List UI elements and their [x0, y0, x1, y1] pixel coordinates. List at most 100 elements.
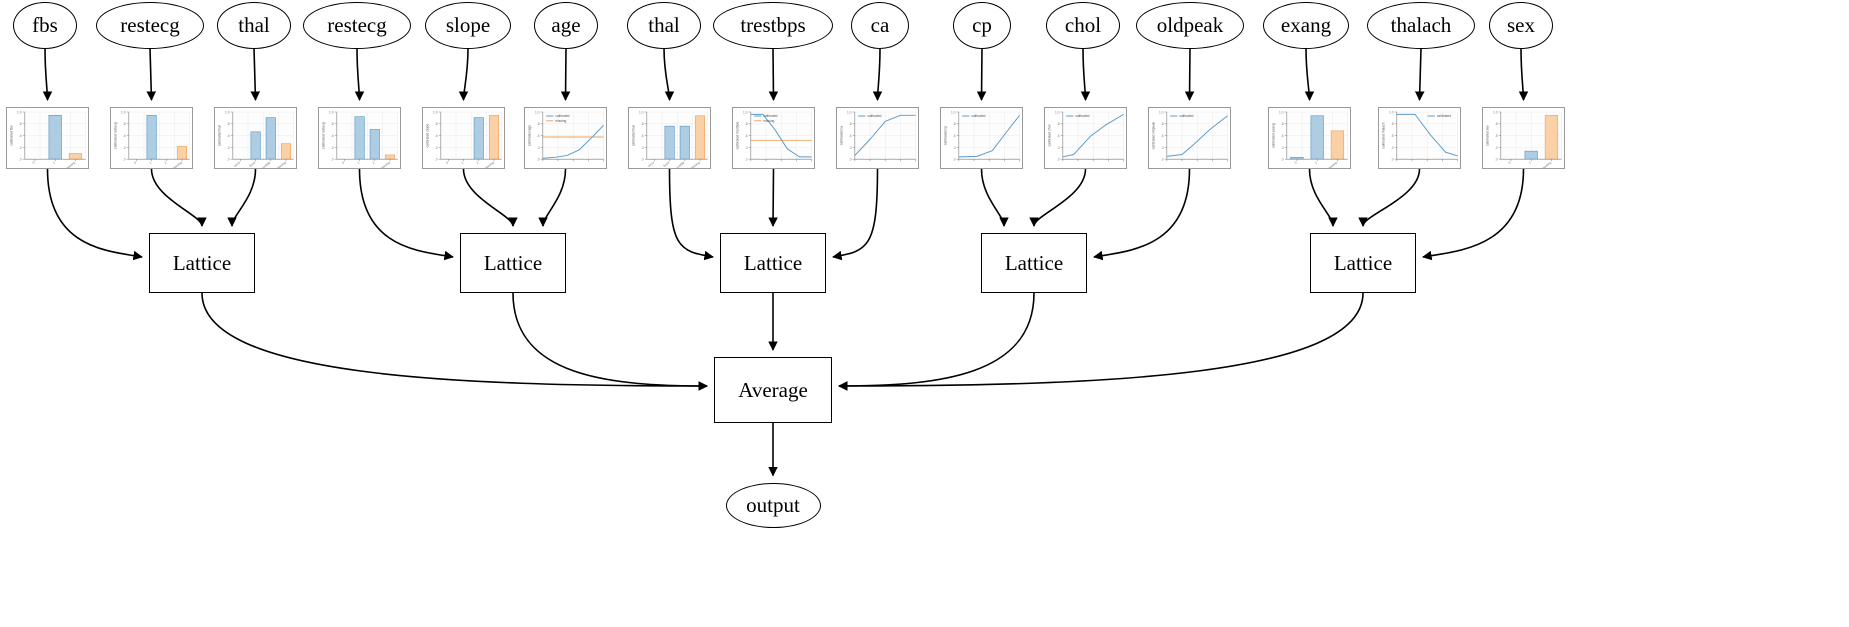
feature-node-fbs[interactable]: fbs [13, 1, 77, 49]
svg-text:missing: missing [276, 160, 287, 168]
svg-text:.5: .5 [745, 134, 748, 138]
svg-text:calibrated exang: calibrated exang [1272, 123, 1276, 148]
svg-text:.3: .3 [123, 146, 126, 150]
svg-text:0: 0 [445, 160, 449, 164]
feature-node-restecg[interactable]: restecg [95, 1, 205, 49]
svg-text:.5: .5 [641, 134, 644, 138]
feature-node-restecg-label: restecg [120, 12, 180, 37]
svg-text:.5: .5 [1495, 134, 1498, 138]
svg-text:missing: missing [690, 160, 701, 168]
svg-text:1.0: 1.0 [121, 110, 126, 114]
feature-node-sex[interactable]: sex [1489, 1, 1553, 49]
output-node[interactable]: output [725, 482, 821, 528]
feature-node-slope[interactable]: slope [425, 1, 511, 49]
lattice-node[interactable]: Lattice [1310, 233, 1416, 293]
svg-text:calibrated: calibrated [971, 114, 985, 118]
svg-text:1.0: 1.0 [433, 110, 438, 114]
svg-text:.5: .5 [1281, 134, 1284, 138]
svg-text:.0: .0 [1161, 158, 1164, 162]
svg-text:.5: .5 [953, 134, 956, 138]
svg-text:.3: .3 [227, 146, 230, 150]
svg-text:0: 0 [32, 160, 36, 164]
svg-text:missing: missing [172, 160, 183, 168]
svg-text:.0: .0 [537, 158, 540, 162]
lattice-node[interactable]: Lattice [149, 233, 255, 293]
svg-text:.8: .8 [537, 122, 540, 126]
svg-text:.8: .8 [745, 122, 748, 126]
svg-text:1.0: 1.0 [743, 110, 748, 114]
lattice-node[interactable]: Lattice [460, 233, 566, 293]
svg-text:.0: .0 [849, 158, 852, 162]
svg-text:.3: .3 [641, 146, 644, 150]
feature-node-oldpeak-label: oldpeak [1156, 12, 1224, 37]
svg-text:.3: .3 [745, 146, 748, 150]
svg-text:.3: .3 [1281, 146, 1284, 150]
svg-text:reversible: reversible [672, 160, 686, 168]
output-node-label: output [746, 492, 800, 517]
svg-text:.8: .8 [435, 122, 438, 126]
lattice-node[interactable]: Lattice [981, 233, 1087, 293]
svg-text:0: 0 [133, 160, 137, 164]
svg-text:.3: .3 [1161, 146, 1164, 150]
svg-text:1.0: 1.0 [847, 110, 852, 114]
svg-text:.5: .5 [227, 134, 230, 138]
svg-text:1: 1 [52, 160, 56, 164]
feature-node-thal[interactable]: thal [626, 1, 702, 49]
feature-node-trestbps[interactable]: trestbps [713, 1, 833, 49]
svg-text:missing: missing [484, 160, 495, 168]
svg-text:.0: .0 [331, 158, 334, 162]
svg-text:.5: .5 [331, 134, 334, 138]
svg-text:.3: .3 [331, 146, 334, 150]
svg-text:1: 1 [1528, 160, 1532, 164]
svg-text:0: 0 [1294, 160, 1298, 164]
svg-text:error: error [647, 160, 656, 168]
svg-text:calibrated slope: calibrated slope [426, 124, 430, 148]
feature-node-slope-label: slope [445, 12, 491, 37]
svg-text:.8: .8 [331, 122, 334, 126]
svg-text:.8: .8 [19, 122, 22, 126]
svg-text:1.0: 1.0 [639, 110, 644, 114]
svg-text:.8: .8 [1281, 122, 1284, 126]
svg-text:calibrated fbs: calibrated fbs [10, 125, 14, 145]
svg-text:1.0: 1.0 [1493, 110, 1498, 114]
svg-text:.5: .5 [537, 134, 540, 138]
feature-node-thal[interactable]: thal [216, 1, 292, 49]
svg-text:.0: .0 [1281, 158, 1284, 162]
feature-node-thalach[interactable]: thalach [1366, 1, 1476, 49]
svg-text:fixed: fixed [248, 160, 256, 168]
feature-node-restecg[interactable]: restecg [302, 1, 412, 49]
feature-node-trestbps-label: trestbps [740, 12, 806, 37]
feature-node-chol[interactable]: chol [1045, 1, 1121, 49]
svg-text:.8: .8 [641, 122, 644, 126]
svg-text:1.0: 1.0 [1389, 110, 1394, 114]
svg-text:.3: .3 [849, 146, 852, 150]
feature-node-oldpeak[interactable]: oldpeak [1135, 1, 1245, 49]
feature-node-ca[interactable]: ca [851, 1, 909, 49]
feature-node-exang[interactable]: exang [1263, 1, 1349, 49]
feature-node-age[interactable]: age [534, 1, 598, 49]
average-node[interactable]: Average [714, 357, 832, 423]
feature-node-cp[interactable]: cp [953, 1, 1011, 49]
svg-text:.8: .8 [123, 122, 126, 126]
feature-node-thalach-label: thalach [1390, 12, 1452, 37]
svg-text:1: 1 [356, 160, 360, 164]
svg-text:.3: .3 [19, 146, 22, 150]
lattice-node-label: Lattice [1004, 250, 1064, 275]
lattice-node[interactable]: Lattice [720, 233, 826, 293]
